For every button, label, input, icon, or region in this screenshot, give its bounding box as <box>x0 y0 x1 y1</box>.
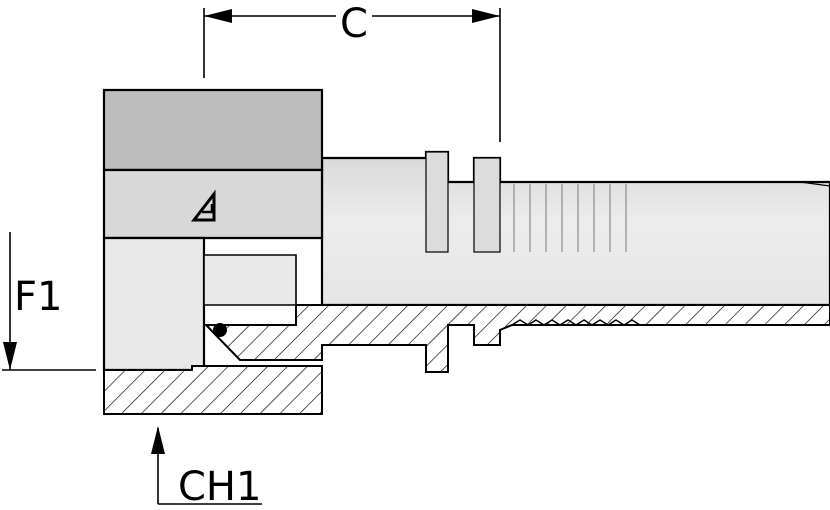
hex-nut-lower-face <box>102 236 206 372</box>
stem-section <box>203 304 830 373</box>
stem-collar-2 <box>473 157 501 253</box>
arrowhead-left <box>204 9 232 23</box>
dimension-f1: F1 <box>2 232 96 371</box>
dimension-label-ch1: CH1 <box>178 464 261 510</box>
nut-section <box>103 365 323 415</box>
barb-serration <box>511 319 641 326</box>
barb-ribs <box>513 184 627 252</box>
stem-body <box>320 150 830 307</box>
hex-nut-top-face <box>102 88 324 172</box>
brand-logo-icon <box>190 189 216 222</box>
hex-nut <box>102 88 324 372</box>
o-ring <box>213 323 227 337</box>
dimension-label-c: C <box>340 1 368 47</box>
dimension-c: C <box>203 0 501 142</box>
hex-nut-bore-face <box>203 254 297 306</box>
nut-section-hatch <box>103 365 323 415</box>
stem-section-hatch <box>203 304 830 373</box>
arrowhead-ch1 <box>151 426 165 454</box>
arrowhead-f1 <box>3 342 17 370</box>
stem-collar <box>425 151 449 253</box>
arrowhead-right <box>472 9 500 23</box>
stem-elevation <box>320 150 830 307</box>
stem-tip-line <box>799 181 830 187</box>
dimension-label-f1: F1 <box>14 274 62 320</box>
dimension-ch1: CH1 <box>151 426 262 510</box>
